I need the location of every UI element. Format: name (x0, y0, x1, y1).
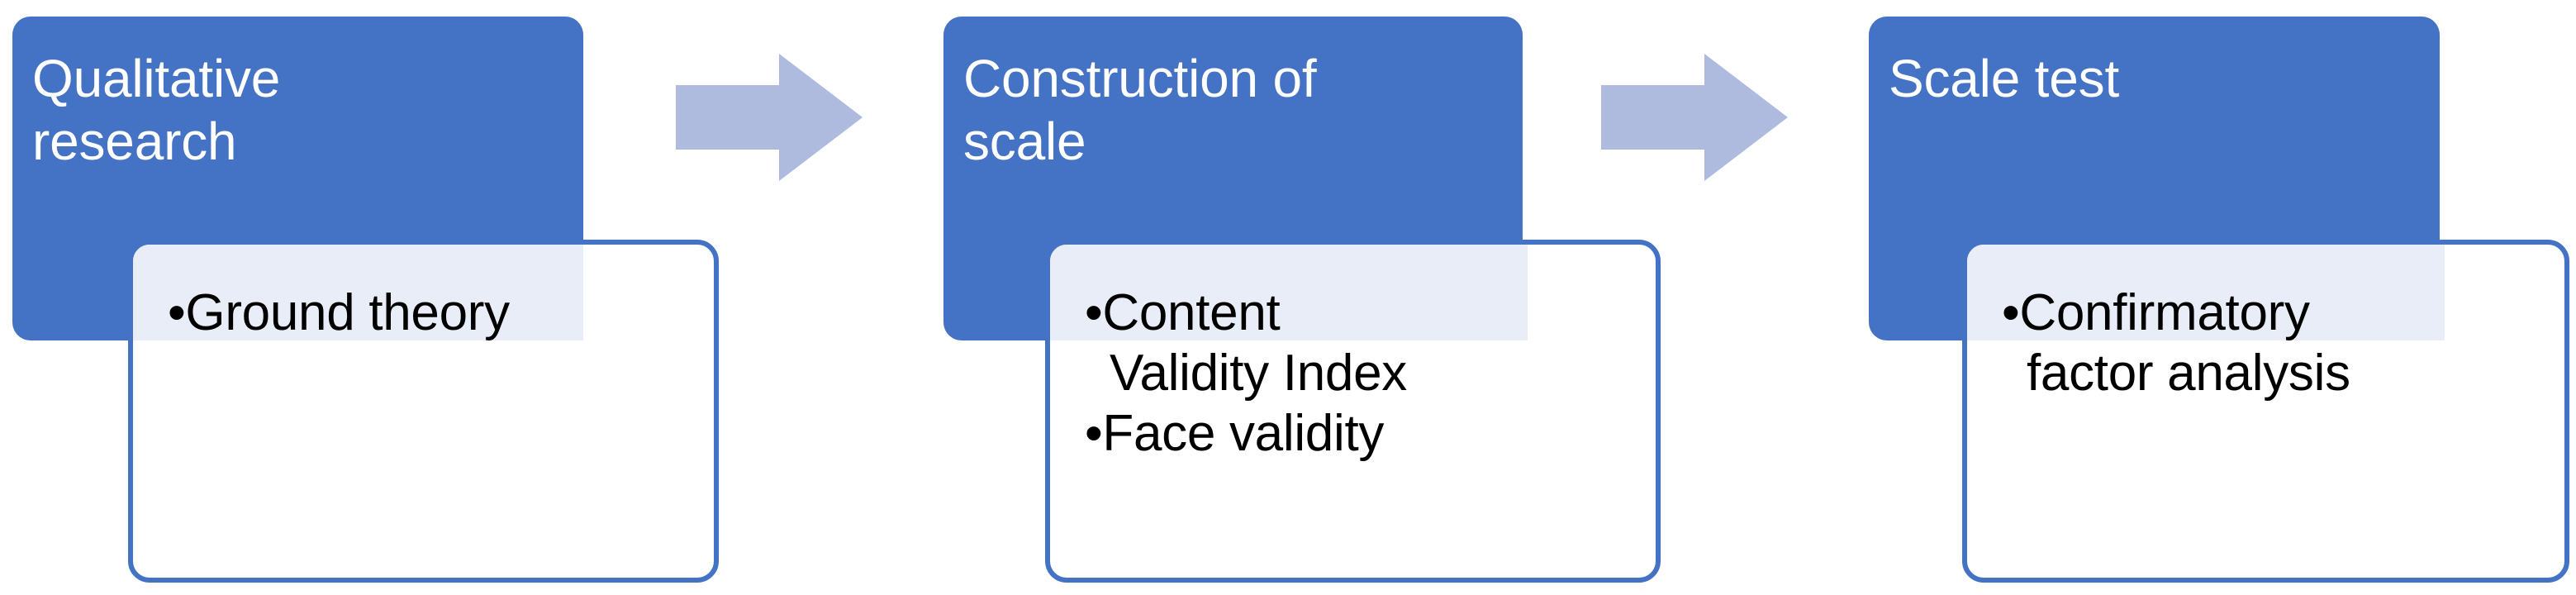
stage-1-bullet-list: •Ground theory (133, 283, 714, 343)
right-arrow-icon (1601, 54, 1788, 181)
stage-2-bullet-item-1: •Content Validity Index (1085, 283, 1642, 403)
stage-3-card-tint (1967, 245, 2445, 340)
stage-3-bullet-list: •Confirmatory factor analysis (1967, 283, 2564, 403)
stage-2-bullet-text-1: Content Validity Index (1102, 284, 1407, 402)
stage-2-card-tint (1050, 245, 1528, 340)
stage-2-bullet-item-2: •Face validity (1085, 403, 1642, 464)
stage-1-header-title: Qualitative research (32, 49, 281, 171)
bullet-dot-icon: • (2002, 284, 2020, 341)
stage-1-bullet-item-1: •Ground theory (168, 283, 701, 343)
stage-2-header-title: Construction of scale (963, 49, 1317, 171)
stage-2-bullet-card[interactable]: •Content Validity Index •Face validity (1045, 240, 1661, 583)
bullet-dot-icon: • (1085, 405, 1103, 463)
connector-arrow-2 (1601, 54, 1788, 181)
connector-arrow-1 (676, 54, 863, 181)
bullet-dot-icon: • (168, 284, 186, 341)
stage-2-bullet-list: •Content Validity Index •Face validity (1050, 283, 1656, 464)
stage-1-bullet-text-1: Ground theory (185, 284, 510, 341)
stage-3-header-title: Scale test (1889, 49, 2120, 108)
stage-3-bullet-card[interactable]: •Confirmatory factor analysis (1962, 240, 2569, 583)
stage-3-bullet-text-1: Confirmatory factor analysis (2019, 284, 2350, 402)
stage-3-bullet-item-1: •Confirmatory factor analysis (2002, 283, 2551, 403)
stage-1-card-tint (133, 245, 583, 340)
stage-2-bullet-text-2: Face validity (1102, 405, 1385, 463)
stage-1-bullet-card[interactable]: •Ground theory (128, 240, 719, 583)
right-arrow-icon (676, 54, 863, 181)
bullet-dot-icon: • (1085, 284, 1103, 341)
